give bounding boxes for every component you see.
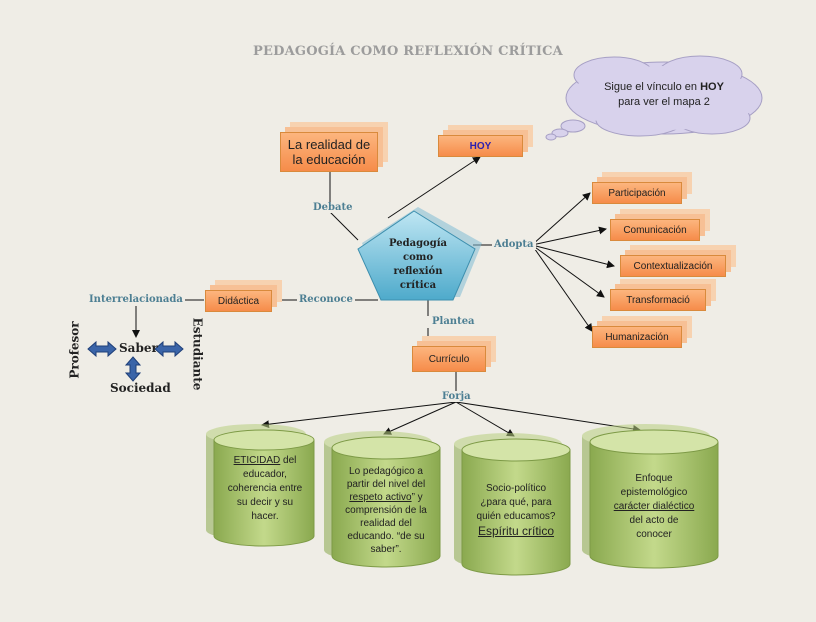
box-curriculo[interactable]: Currículo — [412, 346, 486, 372]
center-concept: Pedagogía como reflexión crítica — [388, 238, 448, 291]
cyl2-t2: partir del nivel del — [346, 479, 426, 490]
cyl3-u: Espíritu crítico — [477, 524, 555, 538]
cyl1-t4: su decir y su — [236, 497, 294, 508]
cyl4-t4: del acto de — [629, 515, 679, 526]
label-adopta: Adopta — [492, 239, 536, 250]
cyl3-t1: Socio-político — [485, 483, 547, 494]
box-didactica-label: Didáctica — [217, 295, 260, 307]
cloud-note-line2: para ver el mapa 2 — [618, 96, 710, 108]
label-forja: Forja — [440, 391, 473, 402]
box-humanizacion[interactable]: Humanización — [592, 326, 682, 348]
adopta-item-label: Transformació — [626, 294, 690, 306]
label-plantea: Plantea — [430, 316, 477, 327]
cylinder-shapes — [206, 424, 719, 576]
cloud-note-line1: Sigue el vínculo en — [604, 81, 701, 93]
adopta-item-label: Contextualización — [633, 260, 713, 272]
cyl1-t3: coherencia entre — [227, 483, 303, 494]
page-title: PEDAGOGÍA COMO REFLEXIÓN CRÍTICA — [253, 44, 563, 59]
cyl2-u: respeto activo — [349, 492, 412, 503]
box-hoy[interactable]: HOY — [438, 135, 523, 157]
label-debate: Debate — [311, 202, 355, 213]
cyl1-t5: hacer. — [251, 511, 279, 522]
central-pentagon — [357, 207, 482, 301]
box-realidad-label: La realidad de la educación — [287, 137, 371, 167]
cyl2-t3: ” y — [411, 492, 423, 503]
adopta-item-label: Comunicación — [623, 224, 687, 236]
box-realidad[interactable]: La realidad de la educación — [280, 132, 378, 172]
box-contextualizacion[interactable]: Contextualización — [620, 255, 726, 277]
triad-profesor: Profesor — [67, 321, 82, 379]
cylinder-eticidad: ETICIDAD del educador, coherencia entre … — [220, 454, 310, 524]
cyl4-t2: epistemológico — [620, 487, 688, 498]
box-comunicacion[interactable]: Comunicación — [610, 219, 700, 241]
cyl2-t6: educando. “de su — [347, 531, 425, 542]
adopta-item-label: Humanización — [605, 331, 669, 343]
cyl1-t2: educador, — [243, 469, 287, 480]
cylinder-sociopolitico: Socio-político ¿para qué, para quién edu… — [466, 482, 566, 540]
adopta-item-label: Participación — [608, 187, 666, 199]
cylinder-epistemologico: Enfoque epistemológico carácter dialécti… — [596, 472, 712, 542]
triad-sociedad: Sociedad — [110, 381, 171, 395]
cyl4-t5: conocer — [636, 529, 672, 540]
cyl2-t5: realidad del — [360, 518, 412, 529]
triad-arrows — [87, 340, 184, 382]
cyl2-t4: comprensión de la — [345, 505, 427, 516]
cloud-note[interactable]: Sigue el vínculo en HOY para ver el mapa… — [586, 80, 742, 110]
cyl1-t1: del — [280, 455, 297, 466]
triad-estudiante: Estudiante — [190, 317, 205, 391]
cloud-hoy-link[interactable]: HOY — [700, 81, 724, 93]
cyl4-u: carácter dialéctico — [613, 501, 695, 512]
box-participacion[interactable]: Participación — [592, 182, 682, 204]
box-curriculo-label: Currículo — [428, 353, 470, 365]
cyl1-u: ETICIDAD — [233, 455, 281, 466]
cyl2-t1: Lo pedagógico a — [349, 466, 423, 477]
cyl3-t2: ¿para qué, para — [480, 497, 552, 508]
cyl4-t1: Enfoque — [635, 473, 673, 484]
thought-cloud — [545, 55, 763, 141]
box-hoy-label: HOY — [469, 140, 492, 152]
box-transformacion[interactable]: Transformació — [610, 289, 706, 311]
cyl2-t7: saber”. — [370, 544, 402, 555]
cyl3-t3: quién educamos? — [476, 511, 556, 522]
box-didactica[interactable]: Didáctica — [205, 290, 272, 312]
label-reconoce: Reconoce — [297, 294, 355, 305]
label-interrelacionada: Interrelacionada — [87, 294, 185, 305]
triad-saber: Saber — [119, 341, 158, 355]
cylinder-respeto: Lo pedagógico a partir del nivel del res… — [334, 465, 438, 556]
